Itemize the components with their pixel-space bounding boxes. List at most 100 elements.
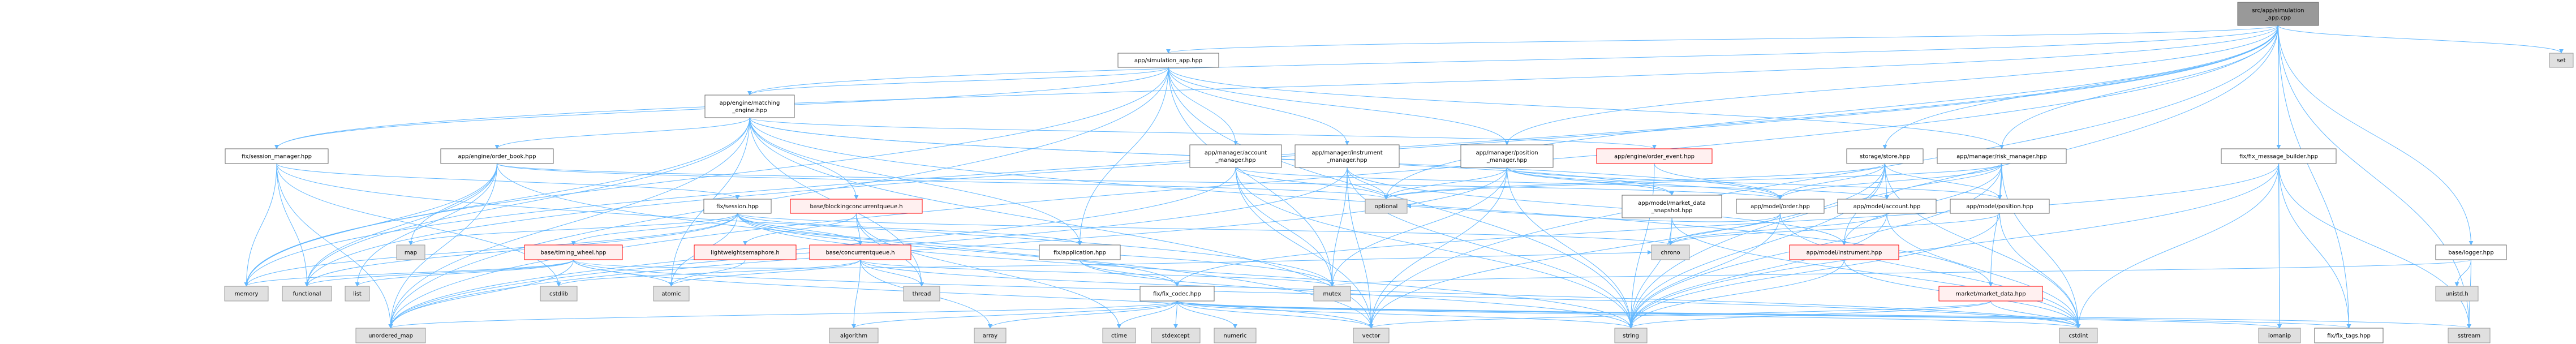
node-thread: thread: [903, 286, 940, 302]
node-market-data[interactable]: market/market_data.hpp: [1938, 286, 2043, 302]
node-label: sstream: [2458, 333, 2480, 339]
node-unistd: unistd.h: [2435, 286, 2479, 302]
edge-market_data-to-string: [1628, 300, 1991, 329]
edge-order_book-to-map: [408, 163, 497, 246]
node-label: fix/session.hpp: [716, 204, 759, 210]
edge-instrument_mgr-to-vector: [1347, 167, 1374, 329]
edge-risk_mgr-to-optional: [1384, 163, 2002, 200]
node-timing-wheel[interactable]: base/timing_wheel.hpp: [524, 244, 623, 260]
edge-timing_wheel-to-memory: [244, 259, 574, 287]
edge-sim_app-to-account_mgr: [1168, 67, 1238, 145]
edge-session_mgr-to-memory: [244, 163, 277, 287]
edge-root-to-string: [1628, 25, 2278, 329]
node-logger[interactable]: base/logger.hpp: [2435, 244, 2507, 260]
node-session[interactable]: fix/session.hpp: [703, 199, 772, 214]
node-box: [225, 148, 329, 164]
edge-instrument-to-string: [1628, 259, 1844, 329]
edge-fix_codec-to-fix_tags: [1177, 300, 2351, 329]
edge-timing_wheel-to-functional: [304, 259, 574, 287]
node-account[interactable]: app/model/account.hpp: [1837, 199, 1937, 214]
edge-position_mgr-to-order: [1507, 167, 1783, 200]
edge-conc_q-to-atomic: [669, 259, 861, 287]
node-position[interactable]: app/model/position.hpp: [1950, 199, 2050, 214]
edge-risk_mgr-to-market_data: [1988, 163, 2002, 287]
node-position-mgr[interactable]: app/manager/position_manager.hpp: [1460, 144, 1554, 168]
node-label: stdexcept: [1162, 333, 1189, 339]
node-box: [396, 244, 425, 260]
edge-risk_mgr-to-order: [1778, 163, 2002, 200]
node-instrument[interactable]: app/model/instrument.hpp: [1789, 244, 1899, 260]
edge-mds-to-string: [1628, 217, 1672, 329]
node-label: app/engine/order_book.hpp: [458, 154, 536, 160]
node-label: fix/session_manager.hpp: [242, 154, 312, 160]
node-lw-sem[interactable]: lightweightsemaphore.h: [694, 244, 797, 260]
edge-root-to-vector: [1369, 25, 2278, 329]
node-box: [2221, 148, 2337, 164]
edge-session-to-memory: [244, 213, 738, 287]
node-label: app/engine/matching: [720, 100, 780, 106]
node-fix-app[interactable]: fix/application.hpp: [1039, 244, 1121, 260]
node-box: [2237, 2, 2319, 26]
edge-matching-to-unordered_map: [388, 117, 750, 329]
node-box: [809, 244, 911, 260]
edge-sim_app-to-fix_app: [1077, 67, 1169, 246]
node-risk-mgr[interactable]: app/manager/risk_manager.hpp: [1937, 148, 2067, 164]
edge-fix_codec-to-stdexcept: [1173, 300, 1179, 329]
node-order-book[interactable]: app/engine/order_book.hpp: [440, 148, 554, 164]
node-label: base/concurrentqueue.h: [825, 250, 894, 256]
node-label: base/logger.hpp: [2448, 250, 2493, 256]
node-mds[interactable]: app/model/market_data_snapshot.hpp: [1622, 195, 1722, 218]
node-box: [1117, 53, 1219, 68]
edge-mds-to-cstdint: [1671, 217, 2081, 329]
edge-matching-to-blocking_q: [749, 117, 859, 200]
node-label: app/simulation_app.hpp: [1134, 58, 1202, 64]
edge-order-to-cstdint: [1780, 213, 2081, 329]
node-label: memory: [235, 291, 259, 298]
edge-timing_wheel-to-vector: [573, 259, 1374, 329]
node-conc-q[interactable]: base/concurrentqueue.h: [809, 244, 911, 260]
node-blocking-q[interactable]: base/blockingconcurrentqueue.h: [790, 199, 923, 214]
edge-order-to-optional: [1407, 204, 1781, 222]
edge-session_mgr-to-cstdlib: [276, 163, 561, 287]
node-iomanip: iomanip: [2258, 328, 2301, 343]
edge-logger-to-unistd: [2454, 259, 2471, 287]
node-account-mgr[interactable]: app/manager/account_manager.hpp: [1189, 144, 1282, 168]
node-fix-codec[interactable]: fix/fix_codec.hpp: [1139, 286, 1215, 302]
node-box: [440, 148, 554, 164]
node-fix-builder[interactable]: fix/fix_message_builder.hpp: [2221, 148, 2337, 164]
node-label: app/model/order.hpp: [1751, 204, 1810, 210]
node-root[interactable]: src/app/simulation_app.cpp: [2237, 2, 2319, 26]
node-box: [1139, 286, 1215, 302]
node-label: optional: [1375, 204, 1398, 210]
node-label: chrono: [1661, 250, 1680, 256]
node-session-mgr[interactable]: fix/session_manager.hpp: [225, 148, 329, 164]
edge-store-to-optional: [1384, 163, 1885, 200]
node-label: numeric: [1224, 333, 1247, 339]
node-box: [1189, 144, 1282, 168]
edge-order_book-to-memory: [244, 163, 497, 287]
node-label: _engine.hpp: [732, 108, 767, 114]
node-label: fix/fix_tags.hpp: [2327, 333, 2371, 339]
node-order[interactable]: app/model/order.hpp: [1736, 199, 1825, 214]
node-order-event[interactable]: app/engine/order_event.hpp: [1596, 148, 1713, 164]
edge-position_mgr-to-string: [1507, 167, 1633, 329]
node-box: [903, 286, 940, 302]
node-box: [2549, 53, 2574, 68]
node-box: [1789, 244, 1899, 260]
node-matching[interactable]: app/engine/matching _engine.hpp: [704, 94, 795, 118]
node-store[interactable]: storage/store.hpp: [1846, 148, 1924, 164]
edge-conc_q-to-cstdint: [860, 259, 2081, 329]
edge-matching-to-order_event: [749, 117, 1657, 149]
node-label: mutex: [1323, 291, 1341, 298]
node-box: [1837, 199, 1937, 214]
edge-sim_app-to-unordered_map: [388, 67, 1169, 329]
edge-position_mgr-to-mutex: [1330, 167, 1507, 287]
edge-fix_codec-to-string: [1177, 300, 1633, 329]
node-sim-app[interactable]: app/simulation_app.hpp: [1117, 53, 1219, 68]
node-box: [345, 286, 370, 302]
node-optional: optional: [1365, 199, 1408, 214]
node-fix-tags[interactable]: fix/fix_tags.hpp: [2314, 328, 2384, 343]
node-box: [1736, 199, 1825, 214]
node-label: thread: [913, 291, 931, 298]
node-instrument-mgr[interactable]: app/manager/instrument_manager.hpp: [1295, 144, 1400, 168]
